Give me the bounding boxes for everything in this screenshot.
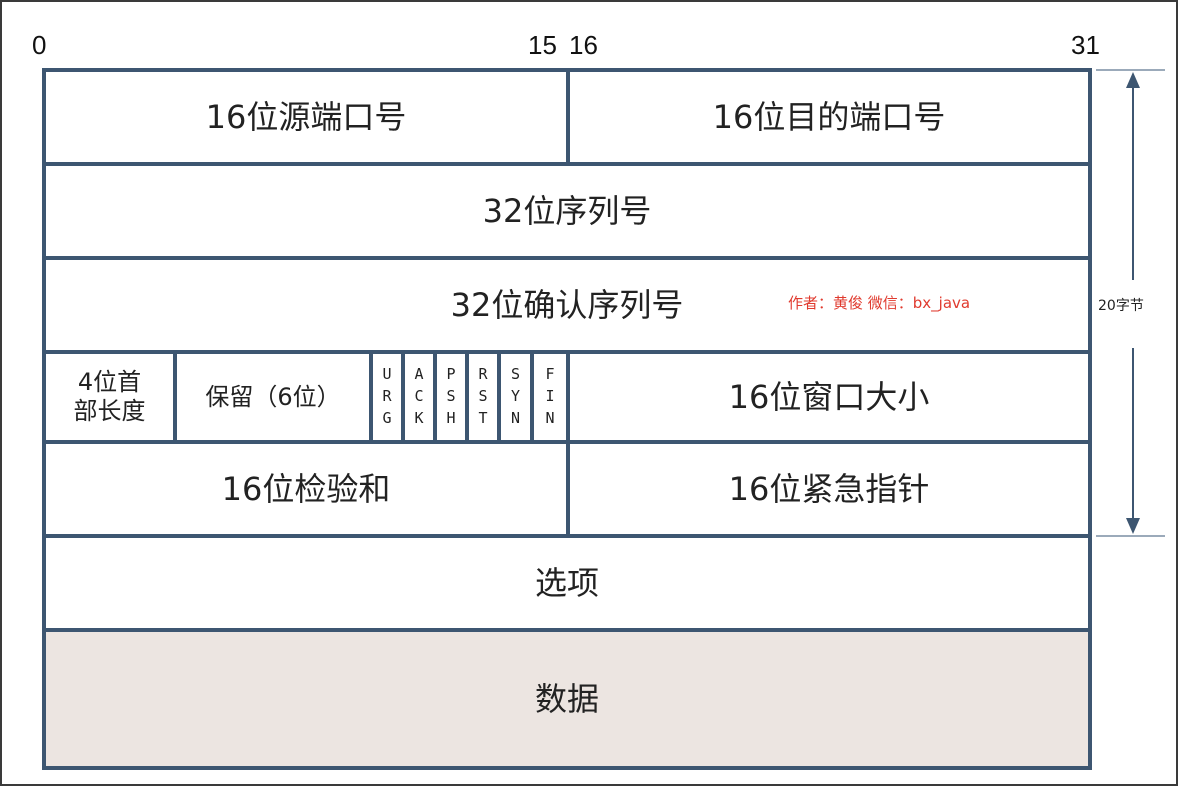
- flag-char: Y: [510, 387, 521, 406]
- header-length-line-1: 4位首: [77, 368, 142, 397]
- flag-char: I: [545, 387, 555, 406]
- down-arrowhead: [1126, 518, 1140, 534]
- flag-char: P: [446, 365, 456, 384]
- source-port-field: 16位源端口号: [42, 68, 570, 166]
- window-size-field: 16位窗口大小: [566, 350, 1092, 444]
- flag-char: S: [478, 387, 488, 406]
- flag-char: T: [478, 408, 488, 427]
- flag-char: A: [414, 365, 424, 384]
- flag-urg: U R G: [369, 350, 405, 444]
- flag-char: G: [382, 408, 392, 427]
- flag-char: R: [382, 387, 392, 406]
- bit-label-15: 15: [528, 30, 557, 60]
- up-arrowhead: [1126, 72, 1140, 88]
- header-size-label: 20字节: [1098, 298, 1144, 314]
- flag-char: N: [510, 408, 521, 427]
- flag-char: S: [510, 365, 521, 384]
- flag-char: U: [382, 365, 392, 384]
- flag-char: C: [414, 387, 424, 406]
- urgent-pointer-field: 16位紧急指针: [566, 440, 1092, 538]
- checksum-field: 16位检验和: [42, 440, 570, 538]
- flag-char: N: [545, 408, 555, 427]
- flag-char: F: [545, 365, 555, 384]
- header-length-line-2: 部长度: [73, 397, 146, 425]
- data-field: 数据: [42, 628, 1092, 770]
- bit-label-16: 16: [569, 30, 598, 60]
- bit-label-0: 0: [32, 30, 47, 60]
- bit-label-31: 31: [1071, 30, 1100, 60]
- author-watermark: 作者：黄俊 微信：bx_java: [788, 294, 971, 312]
- flag-char: S: [446, 387, 456, 406]
- flag-fin: F I N: [530, 350, 570, 444]
- flag-char: K: [414, 408, 424, 427]
- flag-char: H: [446, 408, 456, 427]
- flag-char: R: [478, 365, 488, 384]
